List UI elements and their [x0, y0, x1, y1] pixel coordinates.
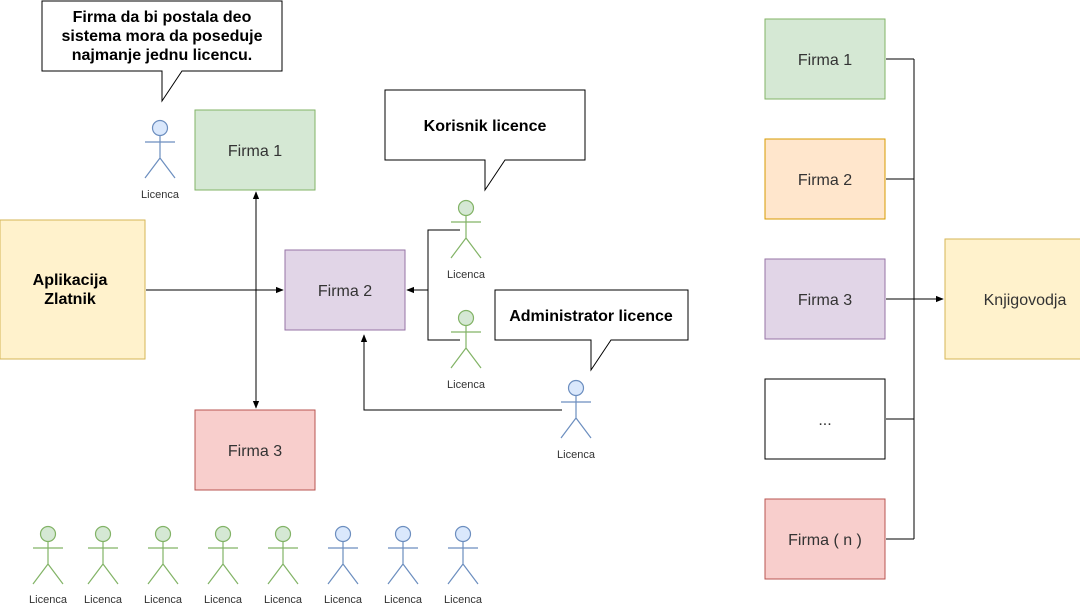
- right-firm2-label: Firma 2: [798, 172, 852, 189]
- actor-bottom-7: Licenca: [384, 525, 423, 606]
- right-firm1-label: Firma 1: [798, 52, 852, 69]
- actor-head: [457, 309, 475, 327]
- actor-body: [144, 135, 176, 179]
- actor-head: [151, 119, 169, 137]
- callout-user-text: Korisnik licence: [424, 118, 547, 135]
- callout-admin-shape: [494, 289, 689, 372]
- actor-head: [334, 525, 352, 543]
- actor-bottom-1: Licenca: [29, 525, 68, 606]
- arrow-admin-to-firm2: [360, 334, 562, 411]
- actor-head: [274, 525, 292, 543]
- actor-bottom-4: Licenca: [204, 525, 243, 606]
- actor-body: [267, 541, 299, 585]
- left-firm1-label: Firma 1: [228, 143, 282, 160]
- actor-head: [454, 525, 472, 543]
- right-firm-dots-label: ...: [818, 412, 831, 429]
- callout-admin: Administrator licence: [494, 289, 689, 372]
- box-right-firm-dots: ...: [764, 378, 886, 460]
- actor-label: Licenca: [447, 269, 486, 281]
- actor-license-top: Licenca: [141, 119, 180, 201]
- actor-label: Licenca: [447, 379, 486, 391]
- bracket-users-to-firm2: [427, 229, 460, 341]
- actor-label: Licenca: [84, 594, 123, 606]
- actor-bottom-5: Licenca: [264, 525, 303, 606]
- actor-head: [39, 525, 57, 543]
- actor-label: Licenca: [384, 594, 423, 606]
- app-label-line-1: Aplikacija: [33, 272, 108, 289]
- right-firm-n-label: Firma ( n ): [788, 532, 862, 549]
- box-right-firm2: Firma 2: [764, 138, 886, 220]
- actor-body: [560, 395, 592, 439]
- actor-label: Licenca: [141, 189, 180, 201]
- actor-head: [457, 199, 475, 217]
- actor-label: Licenca: [264, 594, 303, 606]
- left-firm3-label: Firma 3: [228, 443, 282, 460]
- actor-head: [154, 525, 172, 543]
- box-right-firm3: Firma 3: [764, 258, 886, 340]
- actor-bottom-3: Licenca: [144, 525, 183, 606]
- callout-admin-text: Administrator licence: [509, 308, 673, 325]
- left-firm2-label: Firma 2: [318, 283, 372, 300]
- connectors-right: [886, 58, 944, 540]
- actor-body: [450, 325, 482, 369]
- actor-label: Licenca: [29, 594, 68, 606]
- callout-license-rule-line-3: najmanje jednu licencu.: [72, 47, 253, 64]
- actor-license-user-1: Licenca: [447, 199, 486, 281]
- right-firm3-label: Firma 3: [798, 292, 852, 309]
- actor-bottom-8: Licenca: [444, 525, 483, 606]
- callout-user-shape: [384, 89, 586, 192]
- callout-license-rule: Firma da bi postala deo sistema mora da …: [41, 0, 283, 103]
- box-left-firm1: Firma 1: [194, 109, 316, 191]
- actor-label: Licenca: [444, 594, 483, 606]
- actor-license-admin: Licenca: [557, 379, 596, 461]
- actor-body: [387, 541, 419, 585]
- actor-label: Licenca: [144, 594, 183, 606]
- box-right-firm-n: Firma ( n ): [764, 498, 886, 580]
- actor-body: [87, 541, 119, 585]
- actor-head: [94, 525, 112, 543]
- connectors-left: [146, 191, 562, 411]
- actor-bottom-2: Licenca: [84, 525, 123, 606]
- actor-body: [207, 541, 239, 585]
- box-left-firm2: Firma 2: [284, 249, 406, 331]
- actor-body: [327, 541, 359, 585]
- actor-bottom-6: Licenca: [324, 525, 363, 606]
- app-label-line-2: Zlatnik: [44, 291, 96, 308]
- callout-license-rule-line-2: sistema mora da poseduje: [62, 28, 263, 45]
- box-app-zlatnik: Aplikacija Zlatnik: [0, 219, 146, 360]
- actors-bottom-row: Licenca Licenca Licenca Licenca Licenca Licen…: [29, 525, 483, 606]
- actor-body: [32, 541, 64, 585]
- callout-license-rule-shape: [41, 0, 283, 103]
- box-left-firm3: Firma 3: [194, 409, 316, 491]
- actor-label: Licenca: [204, 594, 243, 606]
- callout-user: Korisnik licence: [384, 89, 586, 192]
- actor-body: [147, 541, 179, 585]
- actor-head: [394, 525, 412, 543]
- actor-body: [447, 541, 479, 585]
- box-accountant: Knjigovodja: [944, 238, 1080, 360]
- actor-label: Licenca: [324, 594, 363, 606]
- accountant-label: Knjigovodja: [984, 292, 1067, 309]
- actor-head: [567, 379, 585, 397]
- callout-license-rule-line-1: Firma da bi postala deo: [73, 9, 252, 26]
- box-right-firm1: Firma 1: [764, 18, 886, 100]
- actor-head: [214, 525, 232, 543]
- actor-label: Licenca: [557, 449, 596, 461]
- actor-body: [450, 215, 482, 259]
- actor-license-user-2: Licenca: [447, 309, 486, 391]
